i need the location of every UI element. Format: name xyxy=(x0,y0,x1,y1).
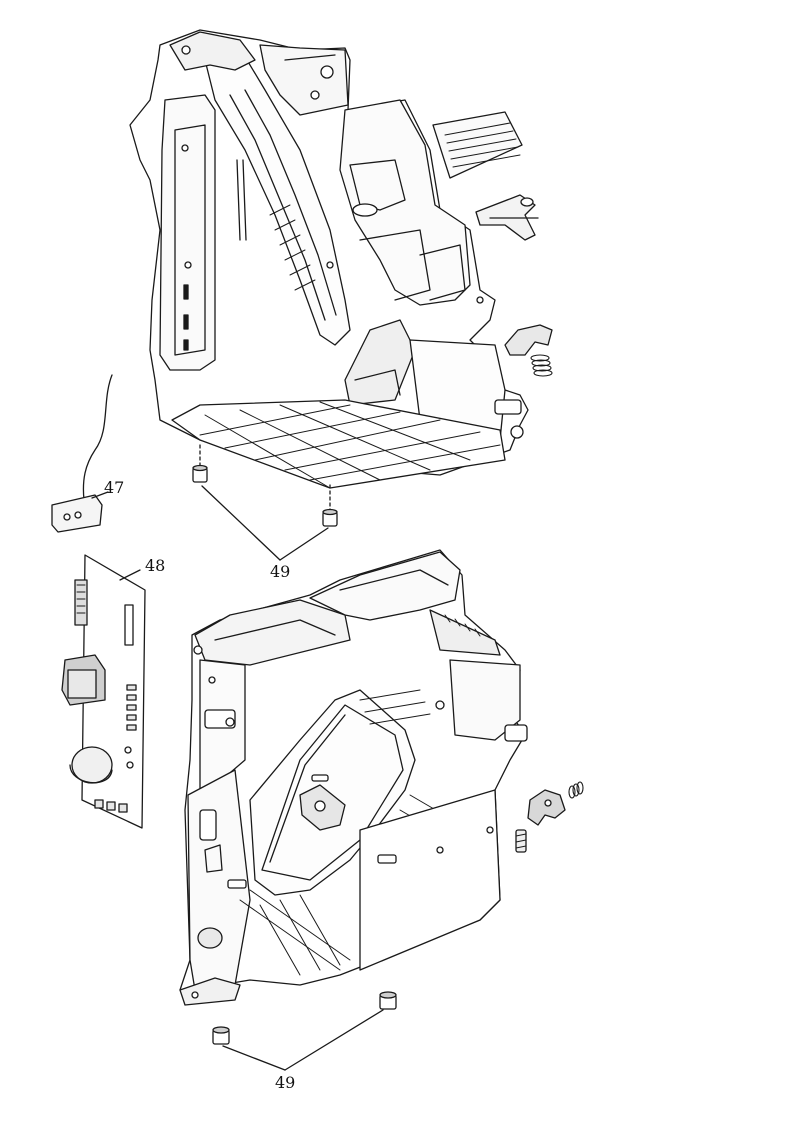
tension-spring-part xyxy=(569,782,583,798)
leader-lines-49-top xyxy=(202,486,328,560)
sensor-part xyxy=(52,375,112,532)
latch-part xyxy=(528,790,565,825)
vent-grille-part xyxy=(433,112,522,178)
foot-upper-right xyxy=(323,485,337,526)
leader-lines-49-bottom xyxy=(223,1010,383,1070)
screw-part xyxy=(516,830,526,852)
circuit-board-part xyxy=(62,555,145,828)
lever-part xyxy=(505,325,552,355)
lower-housing xyxy=(180,550,527,1005)
coil-spring-part xyxy=(531,355,552,376)
foot-lower-right xyxy=(380,992,396,1009)
callout-feet-bottom: 49 xyxy=(275,1073,296,1092)
callout-board: 48 xyxy=(145,556,166,575)
upper-housing xyxy=(130,30,528,488)
foot-lower-left xyxy=(213,1027,229,1044)
callout-sensor: 47 xyxy=(104,478,125,497)
foot-upper-left xyxy=(193,445,207,482)
callout-feet-top: 49 xyxy=(270,562,291,581)
spout-part xyxy=(476,195,538,240)
